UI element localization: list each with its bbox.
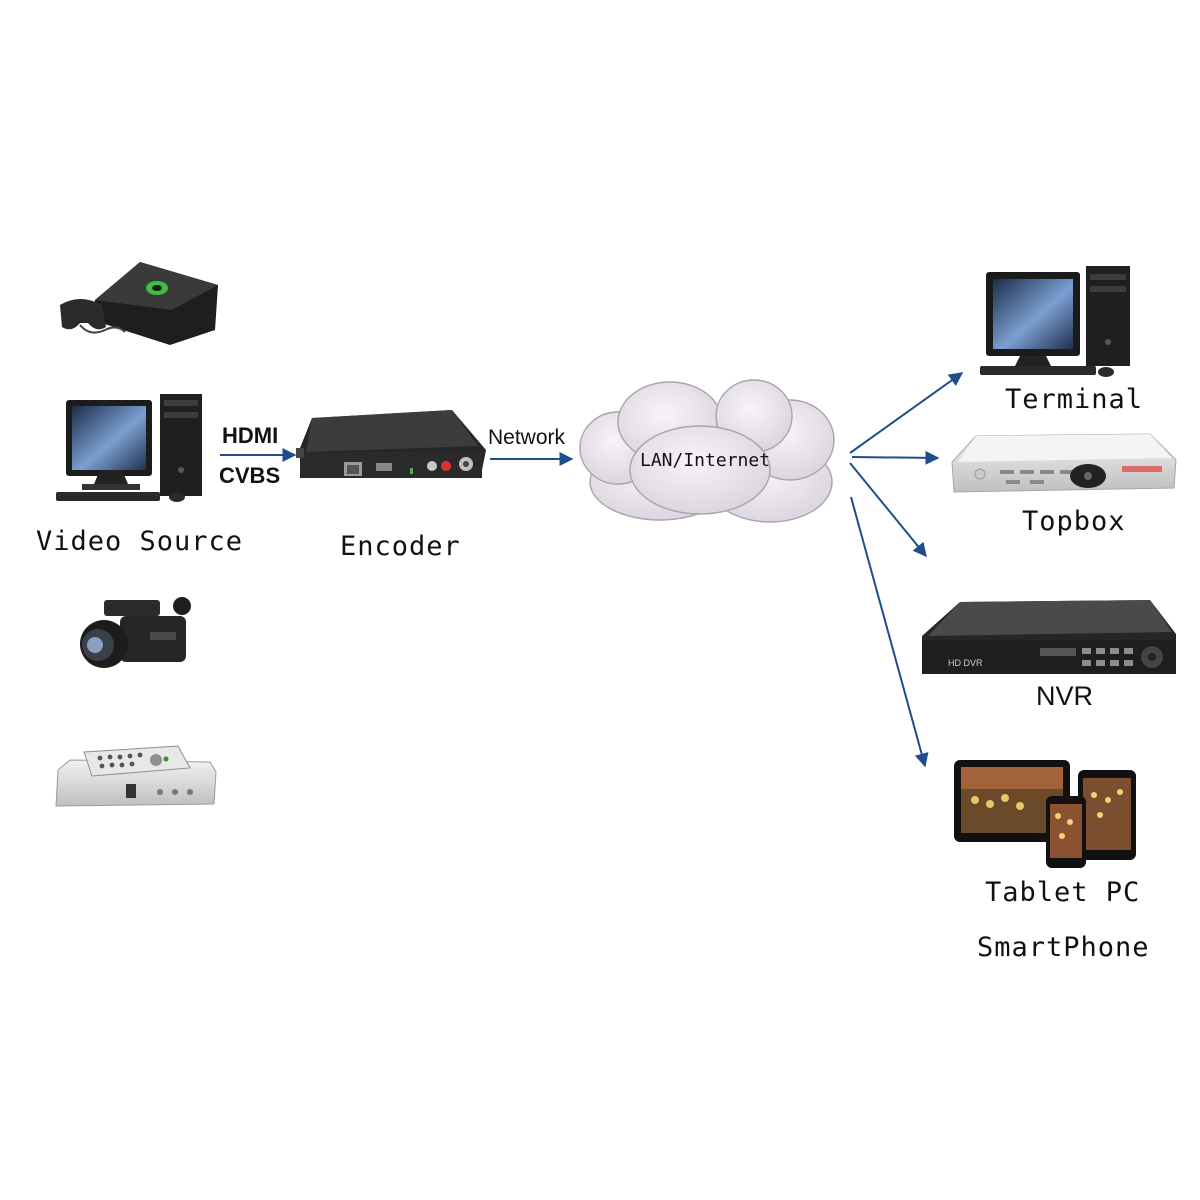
arrow-cloud-to-nvr [849, 462, 927, 558]
nvr-device-icon: HD DVR [922, 600, 1176, 674]
camcorder-icon [80, 597, 191, 668]
terminal-pc-icon [980, 266, 1130, 377]
tablet-pc-label: Tablet PC [985, 877, 1141, 908]
arrows-layer [220, 372, 964, 768]
network-label: Network [488, 426, 566, 449]
hdmi-label: HDMI [222, 423, 279, 448]
lan-internet-label: LAN/Internet [640, 450, 771, 471]
nvr-brand-mark: HD DVR [948, 658, 983, 668]
source-pc-icon [56, 394, 202, 502]
terminal-label: Terminal [1005, 384, 1144, 415]
tablet-smartphone-icon [954, 760, 1136, 868]
cvbs-label: CVBS [219, 463, 281, 488]
game-console-icon [60, 262, 218, 345]
lan-internet-cloud [579, 379, 835, 523]
arrow-cloud-to-topbox [851, 450, 940, 465]
topbox-device-icon [951, 433, 1177, 493]
arrow-cloud-to-tablet [850, 496, 929, 768]
topbox-label: Topbox [1022, 506, 1126, 537]
nvr-label: NVR [1036, 681, 1094, 711]
encoder-label: Encoder [340, 531, 461, 562]
arrow-cloud-to-terminal [849, 372, 964, 454]
encoder-device-icon [296, 410, 486, 478]
satellite-receiver-icon [55, 745, 217, 807]
video-source-label: Video Source [36, 526, 244, 557]
smartphone-label: SmartPhone [977, 932, 1150, 963]
